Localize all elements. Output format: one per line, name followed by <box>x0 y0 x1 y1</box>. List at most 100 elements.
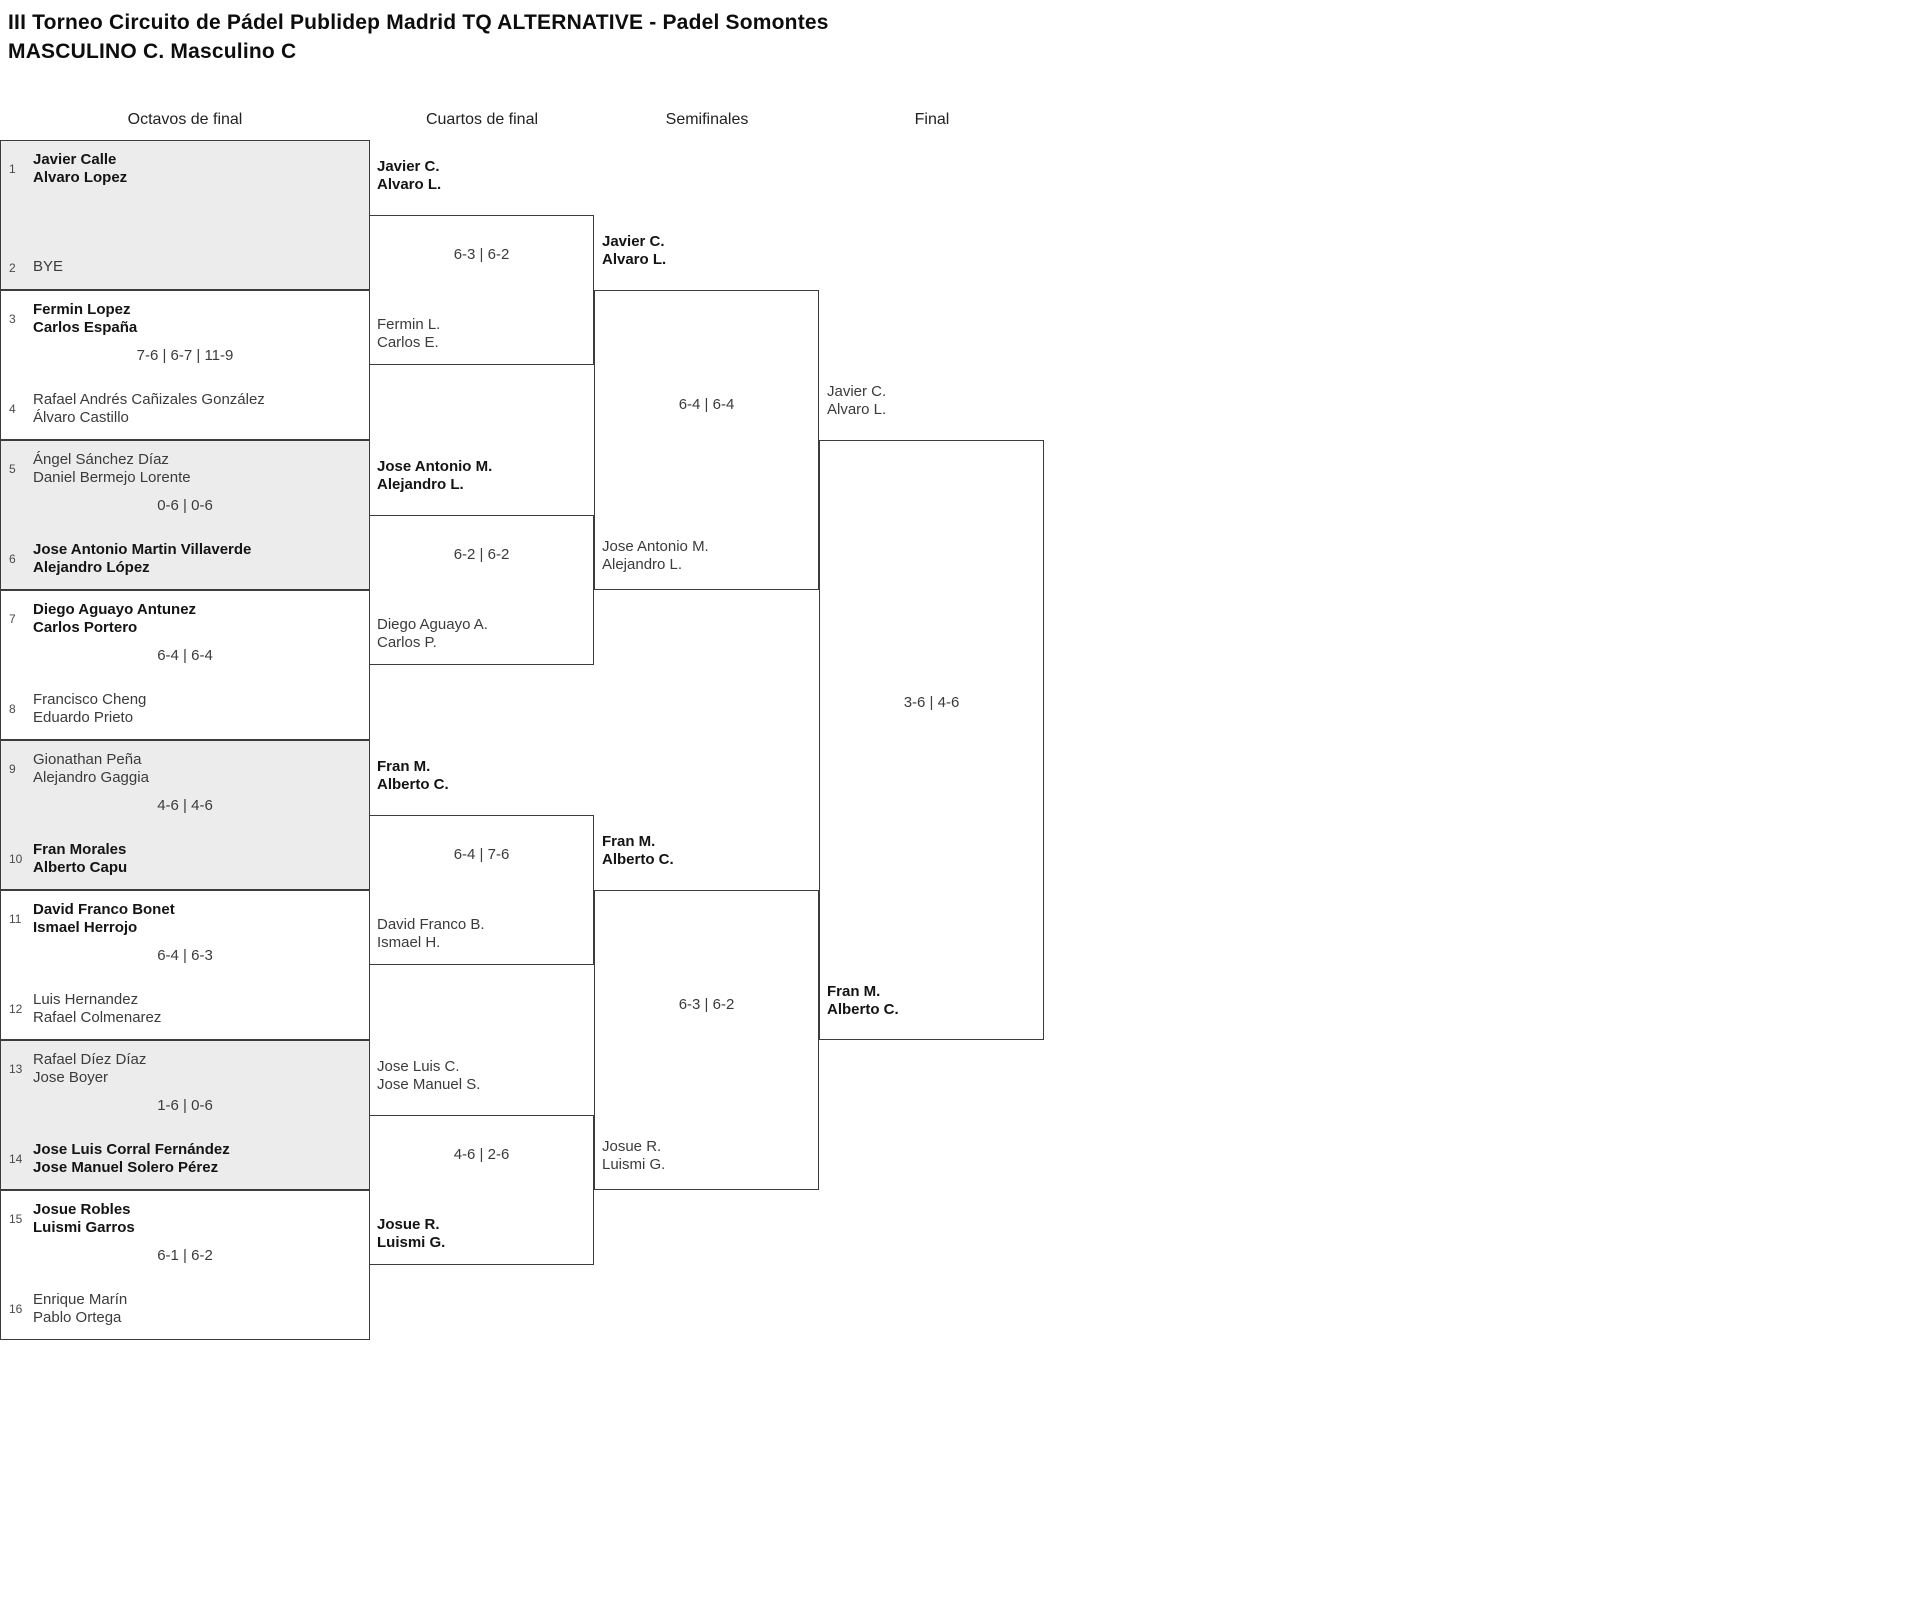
team-slot: 11 David Franco Bonet Ismael Herrojo <box>9 901 175 937</box>
team-slot: 12 Luis Hernandez Rafael Colmenarez <box>9 991 161 1027</box>
cuartos-1-team-b: Fermin L. Carlos E. <box>377 316 440 352</box>
seed-number: 4 <box>9 402 16 416</box>
team-slot: 8 Francisco Cheng Eduardo Prieto <box>9 691 146 727</box>
player-2: Alvaro L. <box>827 401 887 418</box>
team-name: Josue Robles Luismi Garros <box>33 1201 135 1237</box>
team-slot: 10 Fran Morales Alberto Capu <box>9 841 127 877</box>
player-2: Alvaro L. <box>377 176 442 193</box>
semifinal-2-box <box>594 890 819 1190</box>
round-header-octavos: Octavos de final <box>127 111 243 128</box>
seed-number: 14 <box>9 1152 23 1166</box>
team-slot: 13 Rafael Díez Díaz Jose Boyer <box>9 1051 146 1087</box>
player-1: Ángel Sánchez Díaz <box>33 451 169 468</box>
team-name: Jose Antonio Martin Villaverde Alejandro… <box>33 541 251 577</box>
player-2: Ismael H. <box>377 934 441 951</box>
player-1: Gionathan Peña <box>33 751 142 768</box>
team-name: BYE <box>33 258 63 277</box>
team-name: David Franco Bonet Ismael Herrojo <box>33 901 175 937</box>
team-name: Fran Morales Alberto Capu <box>33 841 127 877</box>
match-score: 4-6 | 4-6 <box>157 797 213 814</box>
team-slot: 9 Gionathan Peña Alejandro Gaggia <box>9 751 149 787</box>
player-2: Álvaro Castillo <box>33 409 129 426</box>
cuartos-3-team-a: Fran M. Alberto C. <box>377 758 449 794</box>
final-score: 3-6 | 4-6 <box>903 694 960 711</box>
cuartos-4-team-b: Josue R. Luismi G. <box>377 1216 445 1252</box>
team-slot: 5 Ángel Sánchez Díaz Daniel Bermejo Lore… <box>9 451 191 487</box>
player-2: Pablo Ortega <box>33 1309 122 1326</box>
seed-number: 2 <box>9 260 16 275</box>
final-box <box>819 440 1044 1040</box>
team-slot: 3 Fermin Lopez Carlos España <box>9 301 137 337</box>
player-1: Enrique Marín <box>33 1291 128 1308</box>
team-slot: 16 Enrique Marín Pablo Ortega <box>9 1291 127 1327</box>
match-score: 0-6 | 0-6 <box>157 497 213 514</box>
player-2: Carlos P. <box>377 634 437 651</box>
player-1: Javier C. <box>377 158 440 175</box>
final-team-a: Javier C. Alvaro L. <box>827 383 886 419</box>
player-1: BYE <box>33 258 64 275</box>
player-1: Jose Antonio M. <box>377 458 493 475</box>
match-score: 6-1 | 6-2 <box>157 1247 213 1264</box>
seed-number: 15 <box>9 1212 23 1226</box>
cuartos-4-score: 4-6 | 2-6 <box>453 1146 510 1163</box>
match-octavos-1: 1 Javier Calle Alvaro Lopez 2 BYE <box>0 140 370 290</box>
player-2: Alejandro L. <box>602 556 683 573</box>
seed-number: 8 <box>9 702 16 716</box>
player-2: Alberto C. <box>602 851 674 868</box>
player-2: Alvaro L. <box>602 251 667 268</box>
match-octavos-3: 5 Ángel Sánchez Díaz Daniel Bermejo Lore… <box>0 440 370 590</box>
match-score: 6-4 | 6-3 <box>157 947 213 964</box>
seed-number: 13 <box>9 1062 23 1076</box>
player-1: Josue R. <box>602 1138 662 1155</box>
cuartos-1-score: 6-3 | 6-2 <box>453 246 510 263</box>
player-1: Luis Hernandez <box>33 991 139 1008</box>
team-name: Jose Luis Corral Fernández Jose Manuel S… <box>33 1141 230 1177</box>
semifinal-1-score: 6-4 | 6-4 <box>678 396 735 413</box>
seed-number: 3 <box>9 312 16 326</box>
player-1: Fran M. <box>827 983 881 1000</box>
team-slot: 4 Rafael Andrés Cañizales González Álvar… <box>9 391 265 427</box>
cuartos-3-team-b: David Franco B. Ismael H. <box>377 916 485 952</box>
cuartos-2-score: 6-2 | 6-2 <box>453 546 510 563</box>
player-1: Francisco Cheng <box>33 691 147 708</box>
cuartos-4-team-a: Jose Luis C. Jose Manuel S. <box>377 1058 480 1094</box>
player-1: Jose Antonio Martin Villaverde <box>33 541 252 558</box>
player-2 <box>33 276 63 277</box>
player-2: Jose Boyer <box>33 1069 109 1086</box>
final-team-b: Fran M. Alberto C. <box>827 983 899 1019</box>
cuartos-2-box <box>369 515 594 665</box>
team-slot: 15 Josue Robles Luismi Garros <box>9 1201 135 1237</box>
player-1: Jose Luis Corral Fernández <box>33 1141 230 1158</box>
player-2: Alberto Capu <box>33 859 128 876</box>
round-header-semifinales: Semifinales <box>665 111 749 128</box>
player-2: Jose Manuel S. <box>377 1076 481 1093</box>
semifinal-1-box <box>594 290 819 590</box>
player-1: David Franco B. <box>377 916 485 933</box>
team-name: Gionathan Peña Alejandro Gaggia <box>33 751 149 787</box>
player-1: Diego Aguayo A. <box>377 616 488 633</box>
match-octavos-5: 9 Gionathan Peña Alejandro Gaggia 4-6 | … <box>0 740 370 890</box>
seed-number: 16 <box>9 1302 23 1316</box>
semifinal-2-team-a: Fran M. Alberto C. <box>602 833 674 869</box>
semifinal-1-team-b: Jose Antonio M. Alejandro L. <box>602 538 709 574</box>
team-name: Enrique Marín Pablo Ortega <box>33 1291 127 1327</box>
player-2: Luismi G. <box>602 1156 666 1173</box>
player-1: Fermin Lopez <box>33 301 131 318</box>
player-2: Carlos Portero <box>33 619 138 636</box>
player-1: Fermin L. <box>377 316 441 333</box>
match-octavos-8: 15 Josue Robles Luismi Garros 6-1 | 6-2 … <box>0 1190 370 1340</box>
page-title-line-1: III Torneo Circuito de Pádel Publidep Ma… <box>8 11 829 34</box>
match-octavos-7: 13 Rafael Díez Díaz Jose Boyer 1-6 | 0-6… <box>0 1040 370 1190</box>
player-1: Javier Calle <box>33 151 117 168</box>
cuartos-2-team-a: Jose Antonio M. Alejandro L. <box>377 458 492 494</box>
page-title-line-2: MASCULINO C. Masculino C <box>8 40 297 63</box>
team-name: Fermin Lopez Carlos España <box>33 301 137 337</box>
player-2: Luismi G. <box>377 1234 446 1251</box>
player-1: Fran M. <box>377 758 431 775</box>
team-slot: 6 Jose Antonio Martin Villaverde Alejand… <box>9 541 251 577</box>
player-2: Luismi Garros <box>33 1219 135 1236</box>
cuartos-1-team-a: Javier C. Alvaro L. <box>377 158 441 194</box>
page-title: III Torneo Circuito de Pádel Publidep Ma… <box>8 8 829 66</box>
player-1: Fran M. <box>602 833 656 850</box>
